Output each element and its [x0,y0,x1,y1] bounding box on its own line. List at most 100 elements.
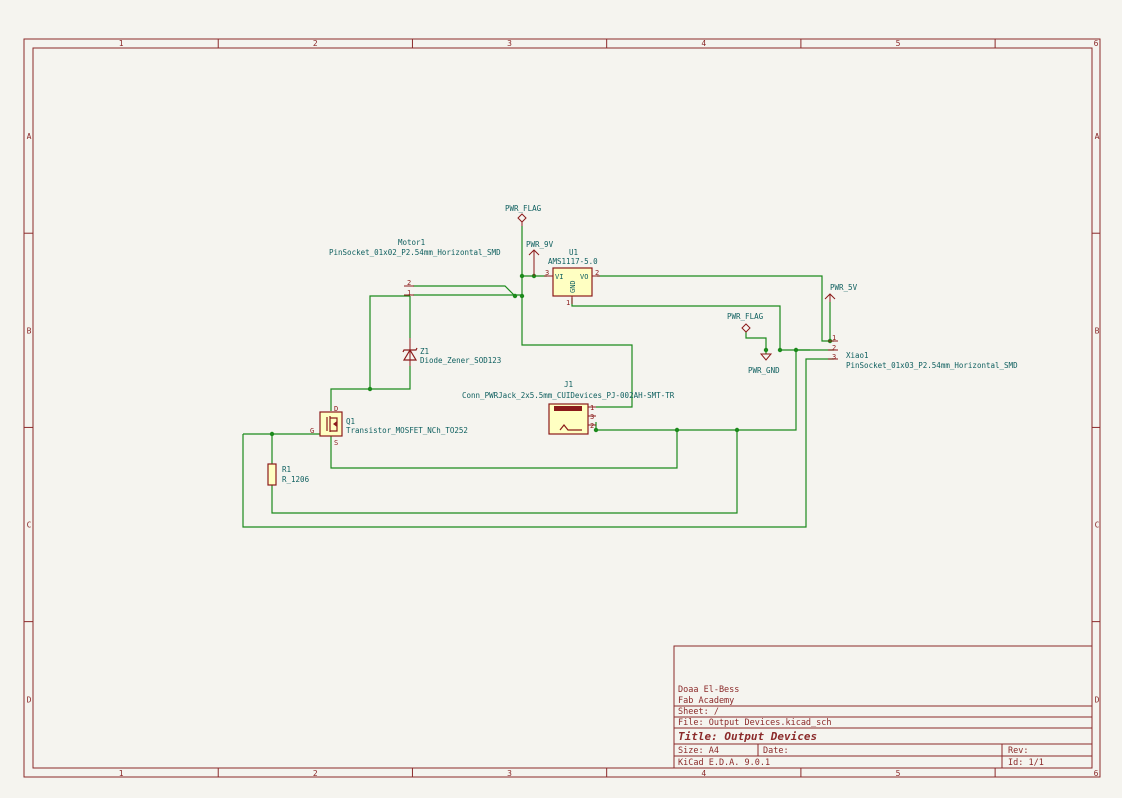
z1-value: Diode_Zener_SOD123 [420,356,501,365]
frame-zone-label: B [27,326,32,335]
frame-zone-label: 1 [119,769,124,778]
motor-ref: Motor1 [398,238,425,247]
q1-ref: Q1 [346,417,355,426]
power-flag-right-label: PWR_FLAG [727,312,764,321]
title-block-border [673,645,1093,769]
wire [597,275,834,342]
flag-diamond-icon [741,323,751,333]
frame-ticks [24,39,1100,777]
motor-value: PinSocket_01x02_P2.54mm_Horizontal_SMD [329,248,501,257]
pin-number: 2 [407,279,411,287]
title-block-rev: Rev: [1008,746,1028,756]
wire [242,358,834,528]
mosfet-q1[interactable]: D G S Q1 Transistor_MOSFET_NCh_TO252 [310,405,468,447]
q1-value: Transistor_MOSFET_NCh_TO252 [346,426,468,435]
power-5v-label: PWR_5V [830,283,858,292]
pin-number: 1 [590,404,594,412]
power-jack-j1[interactable]: J1 Conn_PWRJack_2x5.5mm_CUIDevices_PJ-00… [462,380,675,435]
title-block-comment: Fab Academy [678,696,734,706]
frame-zone-label: C [1095,521,1100,530]
frame-zone-label: D [1095,695,1100,704]
pin-number: S [334,439,338,447]
wire [521,226,633,408]
regulator-u1[interactable]: U1 AMS1117-5.0 VI VO GND 3 2 1 [544,248,600,307]
u1-pin-gnd: GND [569,280,577,293]
flag-diamond-icon [517,213,527,223]
inner-border [32,47,1093,769]
outer-border [23,38,1101,778]
wire [745,332,767,350]
power-9v[interactable]: PWR_9V [526,240,554,276]
j1-value: Conn_PWRJack_2x5.5mm_CUIDevices_PJ-002AH… [462,391,675,400]
junction-dot [734,427,740,433]
pin-number: 2 [832,344,836,352]
pin-number: 1 [832,334,836,342]
pin-number: 1 [407,289,411,297]
frame-zone-label: 2 [313,769,318,778]
u1-body [552,267,593,297]
title-block-company: Doaa El-Bess [678,685,739,695]
frame-zone-label: 6 [1094,769,1099,778]
zener-diode-z1[interactable]: Z1 Diode_Zener_SOD123 [402,338,501,366]
xiao-connector[interactable]: 1 2 3 Xiao1 PinSocket_01x03_P2.54mm_Hori… [828,334,1018,370]
r1-ref: R1 [282,465,291,474]
pin-number: 1 [566,299,570,307]
ground-icon [759,353,773,361]
frame-zone-label: A [1095,132,1100,141]
frame-zone-label: 2 [313,39,318,48]
wire [413,285,516,297]
power-gnd[interactable]: PWR_GND [748,353,780,375]
jack-barrel-icon [554,406,582,411]
junction-dot [777,347,783,353]
frame-zone-label: A [27,132,32,141]
title-block-date: Date: [763,746,789,756]
frame-zone-label: C [27,521,32,530]
junction-dot [519,293,525,299]
pin-number: D [334,405,338,413]
frame-zone-label: D [27,695,32,704]
title-block-id: Id: 1/1 [1008,758,1044,768]
junction-dot [593,427,599,433]
title-block-size: Size: A4 [678,746,719,756]
junction-dot [674,427,680,433]
wire [369,295,410,389]
frame-zone-label: 3 [507,769,512,778]
power-5v[interactable]: PWR_5V [824,283,858,302]
u1-ref: U1 [569,248,578,257]
pin-number: 2 [595,269,599,277]
mosfet-arrow-icon [333,421,337,427]
frame-zone-label: 5 [896,39,901,48]
power-flag-top-label: PWR_FLAG [505,204,542,213]
power-flag-top[interactable]: PWR_FLAG [505,204,542,226]
zener-bar-icon [402,347,418,353]
wire [271,433,320,464]
frame-zone-label: 4 [701,39,706,48]
u1-value: AMS1117-5.0 [548,257,598,266]
pin-number: 3 [590,413,594,421]
j1-ref: J1 [564,380,573,389]
wire [330,430,678,469]
title-block-tool: KiCad E.D.A. 9.0.1 [678,758,770,768]
jack-spring-icon [559,424,582,431]
junction-dot [367,386,373,392]
power-flag-right[interactable]: PWR_FLAG [727,312,764,333]
r1-value: R_1206 [282,475,310,484]
title-block-title: Title: Output Devices [678,730,817,743]
power-9v-label: PWR_9V [526,240,554,249]
motor-connector[interactable]: Motor1 PinSocket_01x02_P2.54mm_Horizonta… [329,238,501,297]
junction-dot [793,347,799,353]
frame-zone-label: 6 [1094,39,1099,48]
wire [596,349,810,431]
junction-dot [519,273,525,279]
junctions [269,273,833,437]
wires [242,226,834,528]
frame-zone-label: 5 [896,769,901,778]
power-gnd-label: PWR_GND [748,366,780,375]
resistor-r1[interactable]: R1 R_1206 [267,463,310,486]
title-block-sheet: Sheet: / [678,707,719,717]
pin-number: 3 [832,353,836,361]
junction-dot [269,431,275,437]
